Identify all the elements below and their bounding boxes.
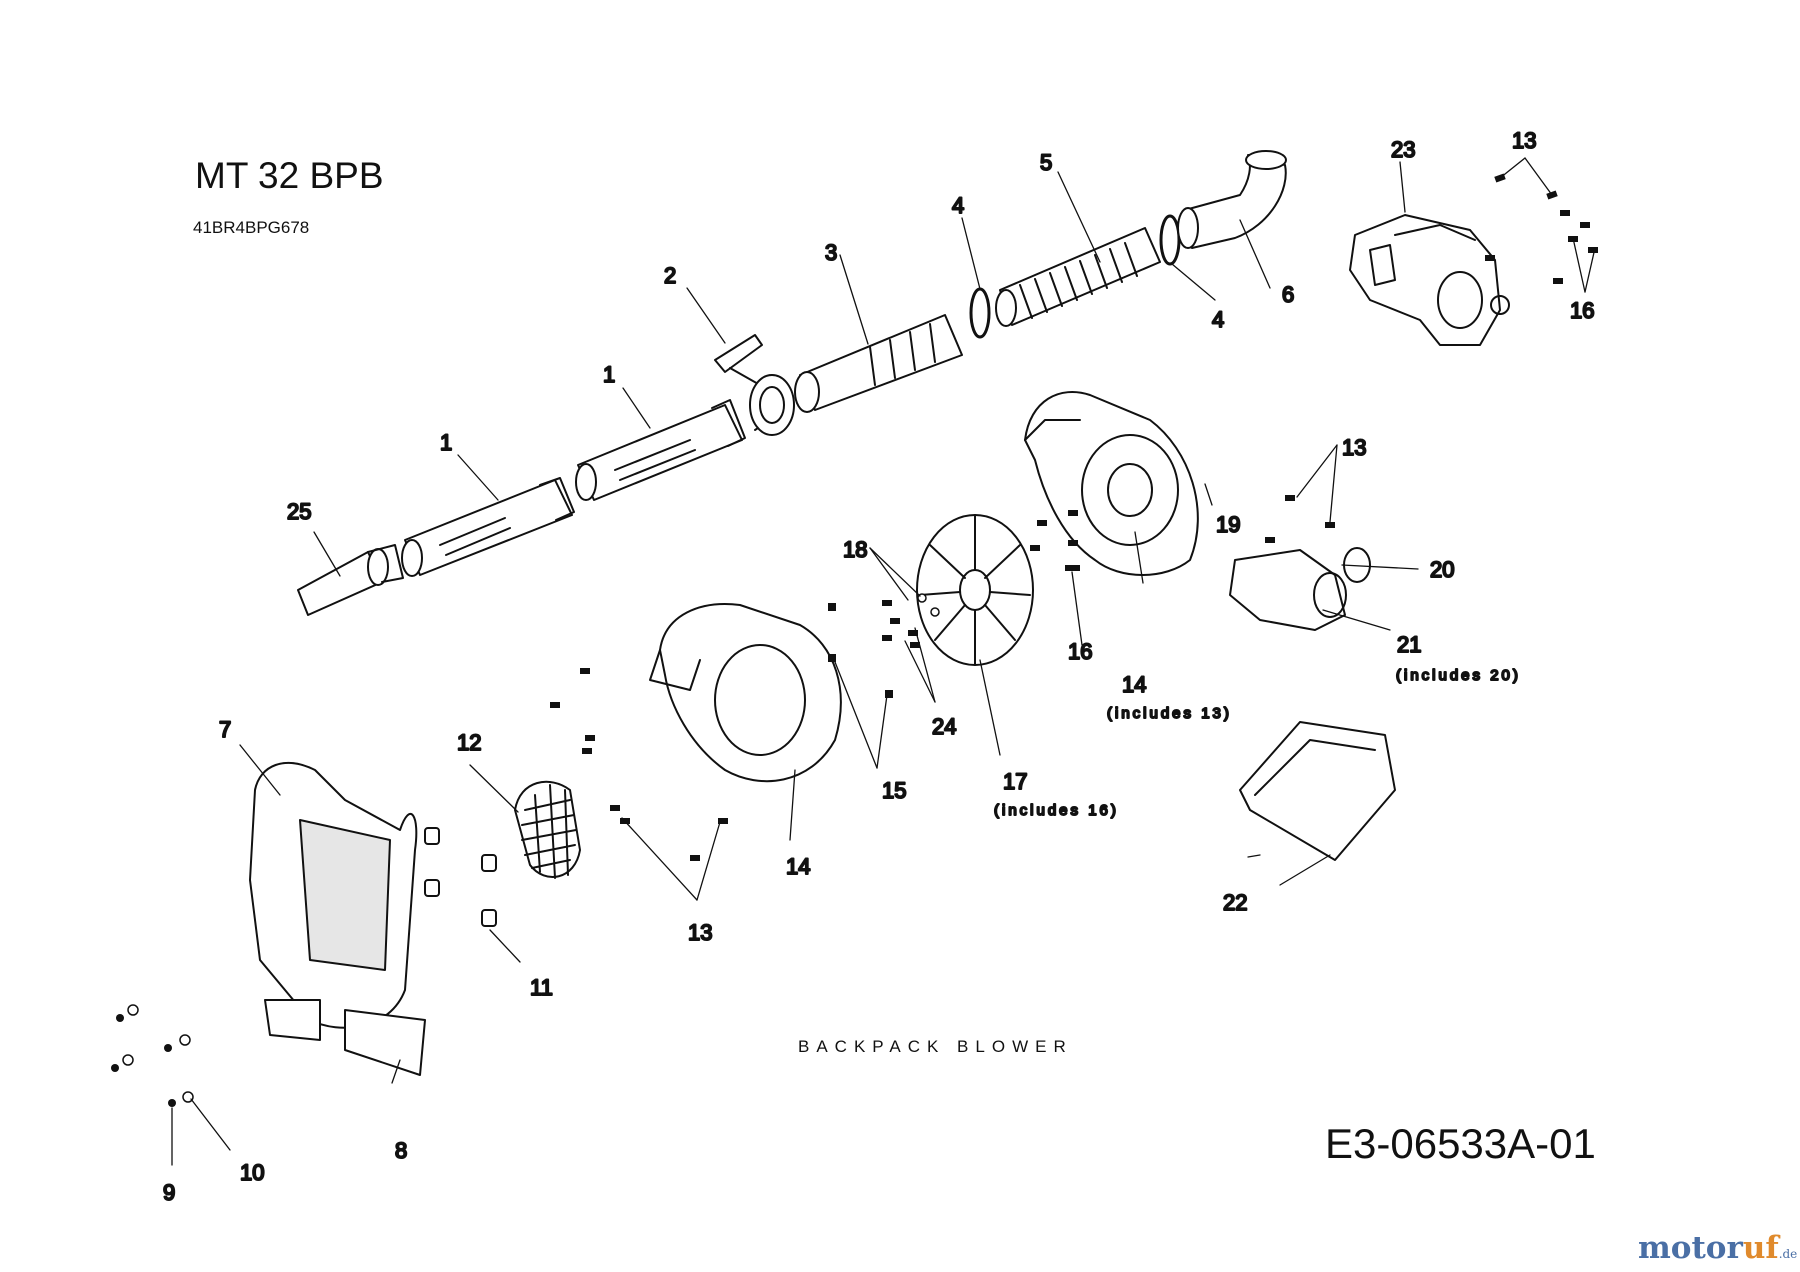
logo-accent: uf xyxy=(1742,1230,1779,1266)
callout-6: 6 xyxy=(1282,282,1294,307)
callout-17: 17 xyxy=(1003,769,1027,794)
callout-14a: 14 xyxy=(1122,672,1146,697)
callout-labels: 25 1 1 2 3 4 5 4 6 23 13 16 13 19 20 21 … xyxy=(162,127,1595,1206)
part-handle-clamp xyxy=(714,334,795,436)
callout-2: 2 xyxy=(664,263,676,288)
part-tank-bracket xyxy=(1239,721,1396,861)
callout-23: 23 xyxy=(1391,137,1415,162)
callout-7: 7 xyxy=(219,717,231,742)
callout-5: 5 xyxy=(1040,150,1052,175)
callout-13b: 13 xyxy=(1342,435,1366,460)
note-includes-13: (includes 13) xyxy=(1107,705,1232,722)
callout-1b: 1 xyxy=(603,362,615,387)
part-hose-clamp-b xyxy=(1159,214,1181,266)
logo-suffix: .de xyxy=(1778,1247,1798,1261)
diagram-caption: BACKPACK BLOWER xyxy=(798,1037,1073,1056)
part-flex-hose xyxy=(995,227,1161,327)
callout-20: 20 xyxy=(1430,557,1454,582)
part-blower-housing-back xyxy=(1024,391,1199,576)
hardware-washers xyxy=(122,593,940,1103)
callout-15: 15 xyxy=(882,778,906,803)
callout-24: 24 xyxy=(932,714,956,739)
callout-12: 12 xyxy=(457,730,481,755)
leader-lines xyxy=(171,157,1596,1166)
logo-main: motor xyxy=(1638,1230,1743,1266)
part-hose-clamp-a xyxy=(969,287,991,339)
part-isolators xyxy=(424,827,497,927)
callout-9: 9 xyxy=(163,1180,175,1205)
part-tube-lower xyxy=(401,477,575,577)
part-tube-upper xyxy=(575,399,746,501)
callout-8: 8 xyxy=(395,1138,407,1163)
part-nozzle xyxy=(297,544,404,616)
part-backpack-frame xyxy=(249,761,426,1076)
part-fan-impeller xyxy=(916,514,1034,666)
callout-25: 25 xyxy=(287,499,311,524)
site-logo: motoruf.de xyxy=(1638,1230,1797,1266)
callout-10: 10 xyxy=(240,1160,264,1185)
part-muffler xyxy=(1229,547,1371,631)
note-includes-16: (includes 16) xyxy=(994,802,1119,819)
title: MT 32 BPB xyxy=(195,155,384,196)
part-blower-housing-front xyxy=(649,603,842,783)
callout-4b: 4 xyxy=(1212,307,1224,332)
part-intake-screen xyxy=(514,780,581,879)
callout-18: 18 xyxy=(843,537,867,562)
callout-3: 3 xyxy=(825,240,837,265)
callout-16b: 16 xyxy=(1068,639,1092,664)
callout-4a: 4 xyxy=(952,193,964,218)
callout-14b: 14 xyxy=(786,854,810,879)
callout-13a: 13 xyxy=(1512,128,1536,153)
part-swivel-tube xyxy=(794,314,963,413)
callout-21: 21 xyxy=(1397,632,1421,657)
callout-13c: 13 xyxy=(688,920,712,945)
callout-1a: 1 xyxy=(440,430,452,455)
model-number: 41BR4BPG678 xyxy=(193,218,310,237)
callout-11: 11 xyxy=(530,975,553,1000)
note-includes-20: (includes 20) xyxy=(1396,667,1521,684)
callout-19: 19 xyxy=(1216,512,1240,537)
callout-22: 22 xyxy=(1223,890,1247,915)
part-elbow xyxy=(1177,150,1287,249)
part-engine-cover xyxy=(1349,214,1510,346)
drawing-number: E3-06533A-01 xyxy=(1325,1120,1596,1167)
callout-16a: 16 xyxy=(1570,298,1594,323)
